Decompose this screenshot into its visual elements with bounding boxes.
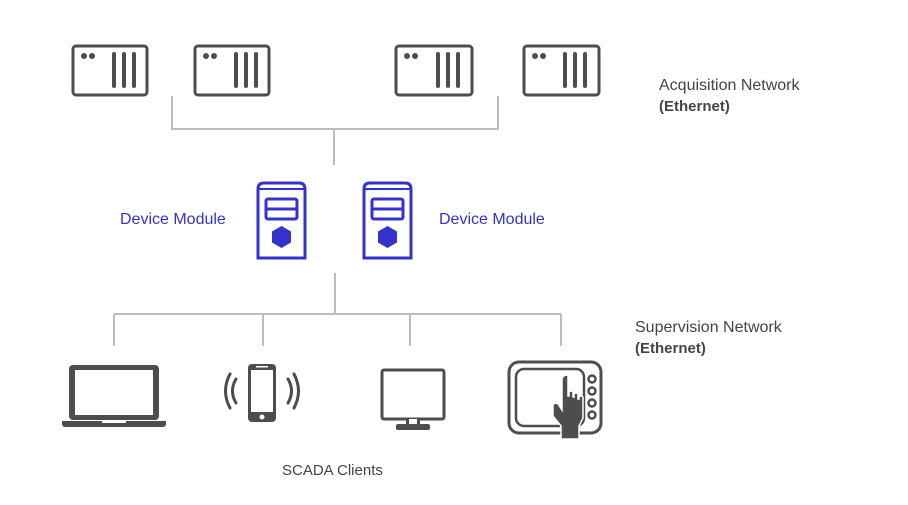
io-module-icon <box>193 44 271 97</box>
io-module-icon <box>394 44 474 97</box>
device-module-label: Device Module <box>439 211 545 228</box>
io-module-icon <box>522 44 601 97</box>
acquisition-network-subtitle: (Ethernet) <box>659 98 730 115</box>
scada-clients-label: SCADA Clients <box>282 462 383 479</box>
server-module-icon <box>256 181 307 260</box>
server-module-icon <box>362 181 413 260</box>
smartphone-icon <box>224 364 300 422</box>
acquisition-network-label: Acquisition Network (Ethernet) <box>659 77 800 115</box>
supervision-network-subtitle: (Ethernet) <box>635 340 706 357</box>
laptop-icon <box>62 365 166 427</box>
acquisition-bus-line <box>171 96 499 130</box>
acquisition-network-title: Acquisition Network <box>659 77 800 94</box>
supervision-network-label: Supervision Network (Ethernet) <box>635 319 782 357</box>
device-module-label: Device Module <box>120 211 226 228</box>
touch-panel-icon <box>507 360 603 440</box>
monitor-icon <box>380 368 446 430</box>
io-module-icon <box>71 44 149 97</box>
supervision-network-title: Supervision Network <box>635 319 782 336</box>
